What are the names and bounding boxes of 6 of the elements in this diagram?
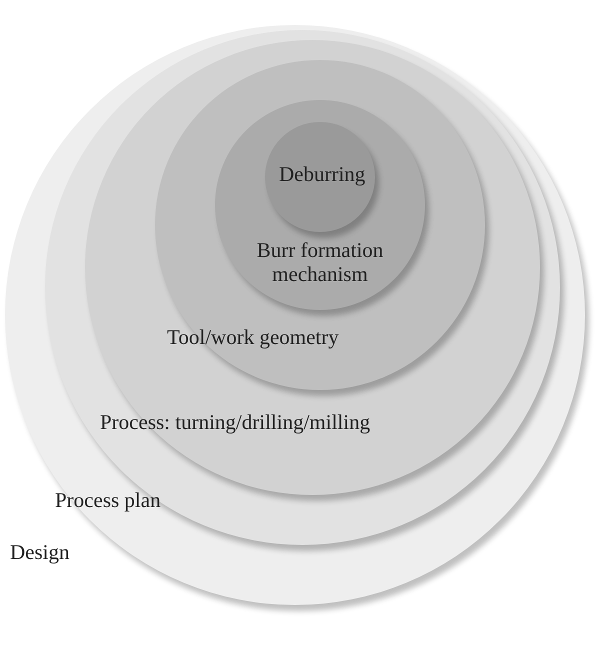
ring-label: Design: [10, 540, 70, 564]
ring-label: Process: turning/drilling/milling: [100, 410, 370, 434]
ring-label: Process plan: [55, 488, 161, 512]
ring-label: Tool/work geometry: [167, 325, 339, 350]
ring-label: Deburring: [279, 162, 366, 186]
ring-label: Burr formation mechanism: [256, 238, 384, 286]
